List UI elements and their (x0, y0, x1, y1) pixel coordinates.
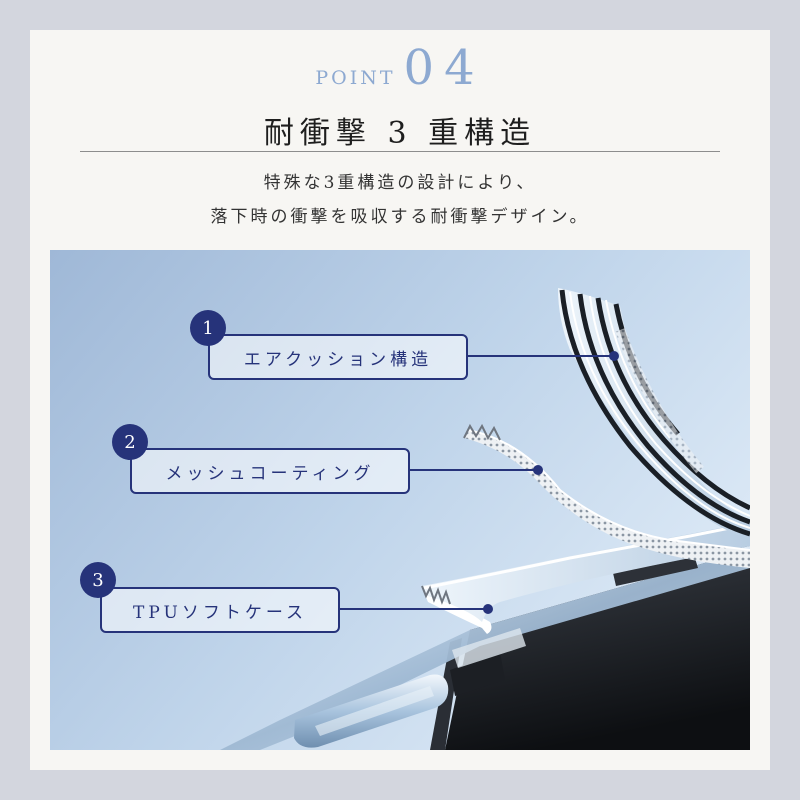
leader-dot-2 (533, 465, 543, 475)
leader-line-1 (468, 355, 614, 357)
point-heading: POINT 04 (0, 40, 800, 100)
mesh-layer-graphic (463, 423, 750, 568)
title-divider (80, 151, 720, 152)
callout-label-3: TPUソフトケース (133, 602, 307, 623)
leader-dot-1 (609, 351, 619, 361)
product-layer-illustration (50, 250, 750, 750)
callout-tpu-case: TPUソフトケース (100, 587, 340, 633)
description-line-2: 落下時の衝撃を吸収する耐衝撃デザイン。 (210, 207, 590, 227)
leader-line-2 (410, 469, 538, 471)
description-line-1: 特殊な3重構造の設計により、 (263, 173, 537, 193)
number-badge-3: 3 (80, 562, 116, 598)
callout-mesh-coating: メッシュコーティング (130, 448, 410, 494)
callout-air-cushion: エアクッション構造 (208, 334, 468, 380)
leader-dot-3 (483, 604, 493, 614)
point-label: POINT (315, 67, 396, 89)
callout-label-2: メッシュコーティング (165, 463, 375, 484)
number-badge-2: 2 (112, 424, 148, 460)
leader-line-3 (340, 608, 488, 610)
callout-label-1: エアクッション構造 (243, 349, 433, 370)
page-title: 耐衝撃 3 重構造 (263, 116, 537, 151)
point-number: 04 (403, 40, 485, 96)
air-cushion-layer-graphic (558, 288, 750, 540)
number-badge-1: 1 (190, 310, 226, 346)
